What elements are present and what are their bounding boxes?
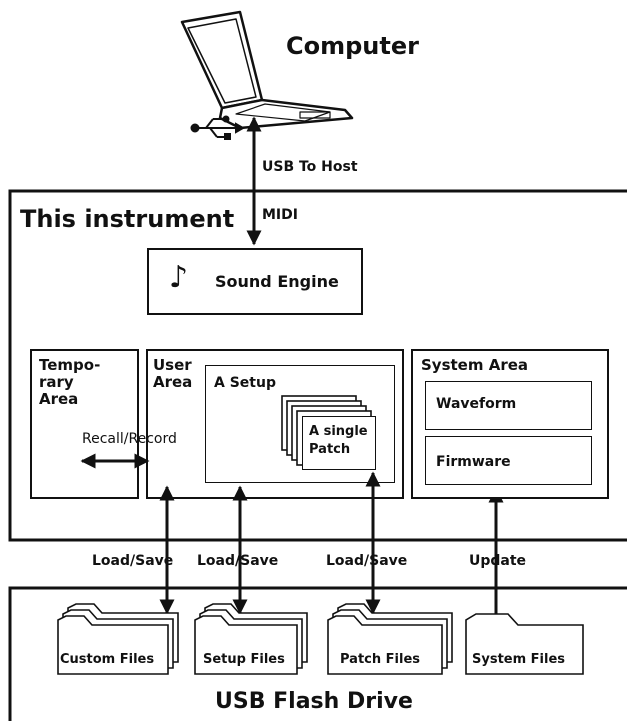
setup-label: A Setup (214, 375, 276, 391)
patch-label-line1: A single (309, 424, 368, 439)
setup-box: A Setup (205, 365, 395, 483)
system-files-folder-icon (465, 613, 584, 675)
load-save-label-custom: Load/Save (92, 553, 174, 569)
laptop-icon (180, 10, 354, 130)
computer-label: Computer (286, 32, 419, 60)
custom-files-folder-icon (57, 603, 179, 675)
waveform-label: Waveform (436, 396, 517, 412)
waveform-box: Waveform (425, 381, 592, 430)
system-files-label: System Files (472, 652, 566, 667)
temporary-area-line2: rary (39, 373, 74, 391)
temporary-area-line3: Area (39, 390, 79, 408)
user-area-line2: Area (153, 373, 193, 391)
patch-files-label: Patch Files (340, 652, 420, 667)
usb-to-host-label: USB To Host (262, 159, 358, 175)
update-label: Update (469, 553, 527, 569)
firmware-box: Firmware (425, 436, 592, 485)
instrument-frame (8, 189, 627, 542)
setup-files-label: Setup Files (203, 652, 285, 667)
patch-label-line2: Patch (309, 442, 351, 457)
system-area-title: System Area (421, 356, 529, 374)
custom-files-label: Custom Files (60, 652, 155, 667)
patch-files-folder-icon (327, 603, 453, 675)
single-patch-box: A single Patch (302, 416, 376, 470)
firmware-label: Firmware (436, 454, 511, 470)
usb-drive-title: USB Flash Drive (215, 689, 413, 714)
midi-label: MIDI (262, 207, 298, 223)
music-note-icon: ♪ (169, 260, 189, 295)
user-area-box: User Area (146, 349, 404, 499)
user-area-line1: User (153, 356, 192, 374)
sound-engine-label: Sound Engine (215, 272, 339, 291)
usb-drive-frame (8, 586, 627, 721)
sound-engine-box: ♪ Sound Engine (147, 248, 363, 315)
load-save-label-setup: Load/Save (197, 553, 279, 569)
temporary-area-box: Tempo- rary Area (30, 349, 139, 499)
temporary-area-line1: Tempo- (39, 356, 101, 374)
instrument-title: This instrument (20, 205, 235, 233)
recall-record-label: Recall/Record (82, 431, 177, 447)
usb-symbol-icon (190, 115, 246, 140)
setup-files-folder-icon (194, 603, 308, 675)
load-save-label-patch: Load/Save (326, 553, 408, 569)
